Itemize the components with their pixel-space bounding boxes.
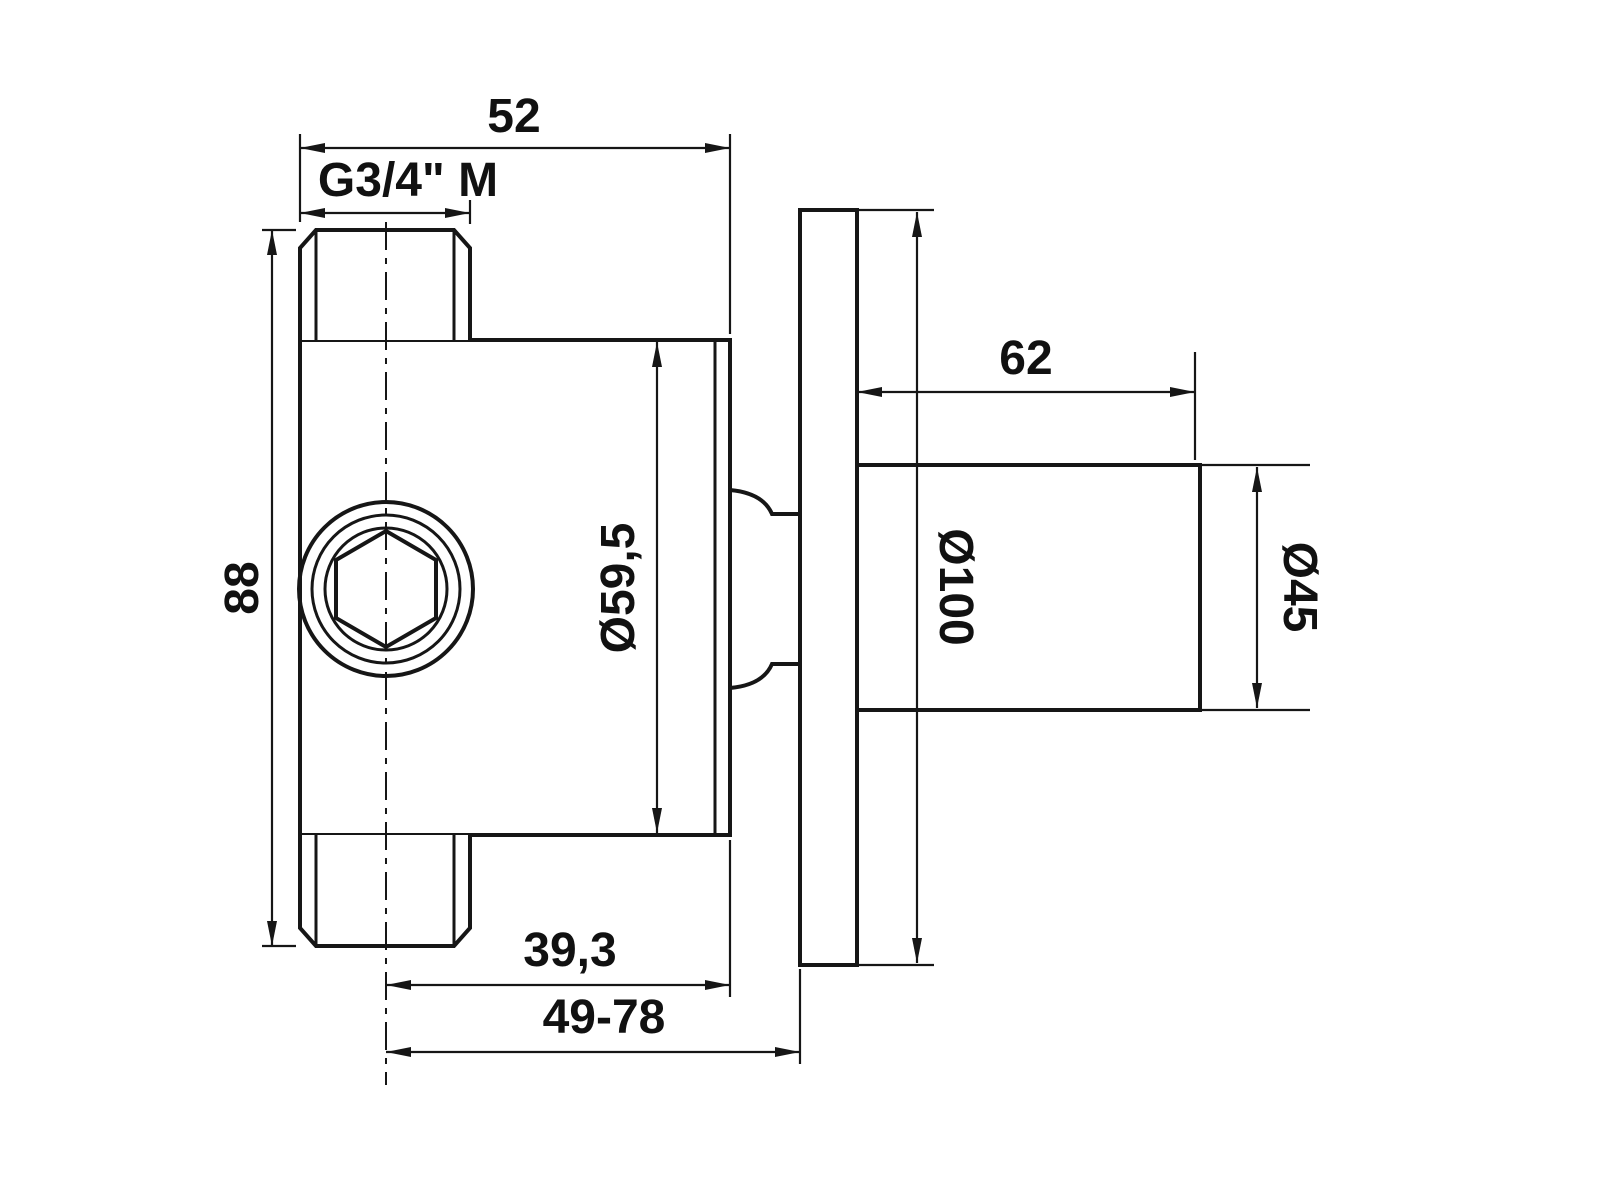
valve-body-outline: [298, 338, 732, 837]
dim-label-top-width: 52: [487, 90, 540, 143]
neck-bottom-profile: [729, 662, 800, 690]
dim-handle-diameter: Ø45: [1200, 463, 1326, 712]
dim-install-depth: 49-78: [386, 969, 802, 1064]
dim-label-plate-diameter: Ø100: [929, 528, 982, 645]
dim-handle-length: 62: [857, 332, 1197, 460]
dim-label-handle-length: 62: [999, 332, 1052, 385]
dim-center-offset: 39,3: [386, 840, 732, 997]
dim-thread: G3/4" M: [300, 154, 498, 224]
dim-label-install-depth: 49-78: [543, 991, 666, 1044]
dim-overall-height: 88: [216, 228, 296, 948]
dim-label-overall-height: 88: [216, 561, 269, 614]
dim-label-handle-diameter: Ø45: [1273, 542, 1326, 633]
dim-body-diameter: Ø59,5: [592, 342, 662, 833]
dim-label-thread: G3/4" M: [318, 154, 498, 207]
dim-label-body-diameter: Ø59,5: [592, 523, 645, 654]
dimensions: 52 G3/4" M 88 Ø59,5 62: [216, 90, 1326, 1064]
dim-top-width: 52: [298, 90, 732, 334]
neck-view: [729, 488, 800, 690]
valve-body-view: [297, 228, 732, 948]
dim-plate-diameter: Ø100: [857, 208, 982, 967]
dim-label-center-offset: 39,3: [523, 924, 616, 977]
neck-top-profile: [729, 488, 800, 516]
wall-plate-view: [798, 208, 859, 967]
handle-view: [855, 463, 1202, 712]
